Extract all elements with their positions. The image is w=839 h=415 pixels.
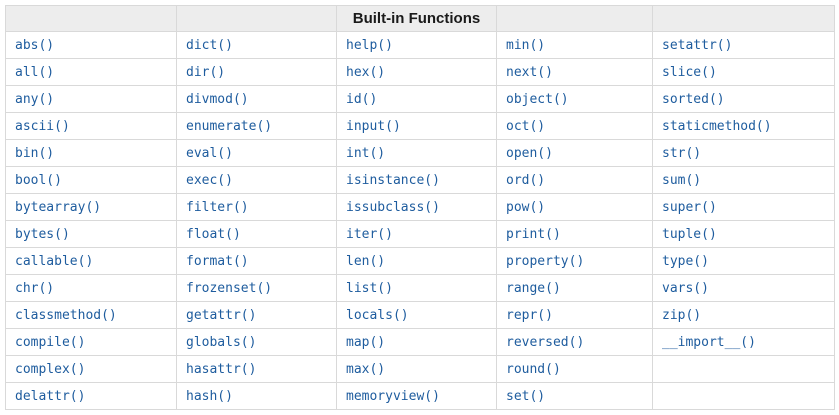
function-link[interactable]: __import__()	[652, 328, 835, 356]
function-link[interactable]: abs()	[5, 31, 177, 59]
table-row: chr()frozenset()list()range()vars()	[5, 274, 835, 302]
function-link[interactable]: bool()	[5, 166, 177, 194]
function-link[interactable]: repr()	[496, 301, 653, 329]
function-link[interactable]: round()	[496, 355, 653, 383]
function-link[interactable]: type()	[652, 247, 835, 275]
function-link[interactable]: ord()	[496, 166, 653, 194]
builtin-functions-table: Built-in Functions abs()dict()help()min(…	[5, 5, 835, 410]
function-link[interactable]: enumerate()	[176, 112, 337, 140]
function-link[interactable]: sorted()	[652, 85, 835, 113]
function-link[interactable]: locals()	[336, 301, 497, 329]
function-link[interactable]: range()	[496, 274, 653, 302]
table-row: bin()eval()int()open()str()	[5, 139, 835, 167]
function-link[interactable]: print()	[496, 220, 653, 248]
table-row: bytearray()filter()issubclass()pow()supe…	[5, 193, 835, 221]
empty-cell	[652, 382, 835, 410]
empty-cell	[652, 355, 835, 383]
function-link[interactable]: compile()	[5, 328, 177, 356]
function-link[interactable]: classmethod()	[5, 301, 177, 329]
function-link[interactable]: property()	[496, 247, 653, 275]
function-link[interactable]: map()	[336, 328, 497, 356]
table-row: ascii()enumerate()input()oct()staticmeth…	[5, 112, 835, 140]
table-row: complex()hasattr()max()round()	[5, 355, 835, 383]
function-link[interactable]: staticmethod()	[652, 112, 835, 140]
table-row: bytes()float()iter()print()tuple()	[5, 220, 835, 248]
function-link[interactable]: memoryview()	[336, 382, 497, 410]
table-row: abs()dict()help()min()setattr()	[5, 31, 835, 59]
function-link[interactable]: setattr()	[652, 31, 835, 59]
function-link[interactable]: hex()	[336, 58, 497, 86]
function-link[interactable]: oct()	[496, 112, 653, 140]
function-link[interactable]: hasattr()	[176, 355, 337, 383]
function-link[interactable]: len()	[336, 247, 497, 275]
function-link[interactable]: dict()	[176, 31, 337, 59]
function-link[interactable]: globals()	[176, 328, 337, 356]
table-header: Built-in Functions	[5, 5, 835, 32]
function-link[interactable]: max()	[336, 355, 497, 383]
function-link[interactable]: iter()	[336, 220, 497, 248]
table-row: classmethod()getattr()locals()repr()zip(…	[5, 301, 835, 329]
function-link[interactable]: list()	[336, 274, 497, 302]
function-link[interactable]: vars()	[652, 274, 835, 302]
function-link[interactable]: min()	[496, 31, 653, 59]
function-link[interactable]: bytes()	[5, 220, 177, 248]
function-link[interactable]: filter()	[176, 193, 337, 221]
function-link[interactable]: input()	[336, 112, 497, 140]
table-row: any()divmod()id()object()sorted()	[5, 85, 835, 113]
function-link[interactable]: reversed()	[496, 328, 653, 356]
function-link[interactable]: help()	[336, 31, 497, 59]
function-link[interactable]: getattr()	[176, 301, 337, 329]
header-cell-empty-4	[496, 5, 653, 32]
function-link[interactable]: ascii()	[5, 112, 177, 140]
function-link[interactable]: object()	[496, 85, 653, 113]
header-cell-empty-5	[652, 5, 835, 32]
function-link[interactable]: int()	[336, 139, 497, 167]
function-link[interactable]: zip()	[652, 301, 835, 329]
function-link[interactable]: id()	[336, 85, 497, 113]
header-cell-empty-2	[176, 5, 337, 32]
header-row: Built-in Functions	[5, 5, 835, 32]
table-row: all()dir()hex()next()slice()	[5, 58, 835, 86]
function-link[interactable]: exec()	[176, 166, 337, 194]
function-link[interactable]: divmod()	[176, 85, 337, 113]
function-link[interactable]: delattr()	[5, 382, 177, 410]
function-link[interactable]: eval()	[176, 139, 337, 167]
function-link[interactable]: sum()	[652, 166, 835, 194]
function-link[interactable]: all()	[5, 58, 177, 86]
table-title: Built-in Functions	[336, 5, 497, 32]
function-link[interactable]: hash()	[176, 382, 337, 410]
function-link[interactable]: dir()	[176, 58, 337, 86]
function-link[interactable]: frozenset()	[176, 274, 337, 302]
function-link[interactable]: bin()	[5, 139, 177, 167]
function-link[interactable]: format()	[176, 247, 337, 275]
function-link[interactable]: next()	[496, 58, 653, 86]
function-link[interactable]: str()	[652, 139, 835, 167]
function-link[interactable]: bytearray()	[5, 193, 177, 221]
table-row: compile()globals()map()reversed()__impor…	[5, 328, 835, 356]
function-link[interactable]: tuple()	[652, 220, 835, 248]
function-link[interactable]: pow()	[496, 193, 653, 221]
function-link[interactable]: set()	[496, 382, 653, 410]
function-link[interactable]: chr()	[5, 274, 177, 302]
function-link[interactable]: issubclass()	[336, 193, 497, 221]
function-link[interactable]: callable()	[5, 247, 177, 275]
table-row: bool()exec()isinstance()ord()sum()	[5, 166, 835, 194]
table-row: callable()format()len()property()type()	[5, 247, 835, 275]
header-cell-empty-1	[5, 5, 177, 32]
function-link[interactable]: slice()	[652, 58, 835, 86]
function-link[interactable]: any()	[5, 85, 177, 113]
function-link[interactable]: float()	[176, 220, 337, 248]
function-link[interactable]: open()	[496, 139, 653, 167]
functions-table-body: abs()dict()help()min()setattr()all()dir(…	[5, 31, 835, 410]
table-row: delattr()hash()memoryview()set()	[5, 382, 835, 410]
function-link[interactable]: isinstance()	[336, 166, 497, 194]
function-link[interactable]: super()	[652, 193, 835, 221]
function-link[interactable]: complex()	[5, 355, 177, 383]
